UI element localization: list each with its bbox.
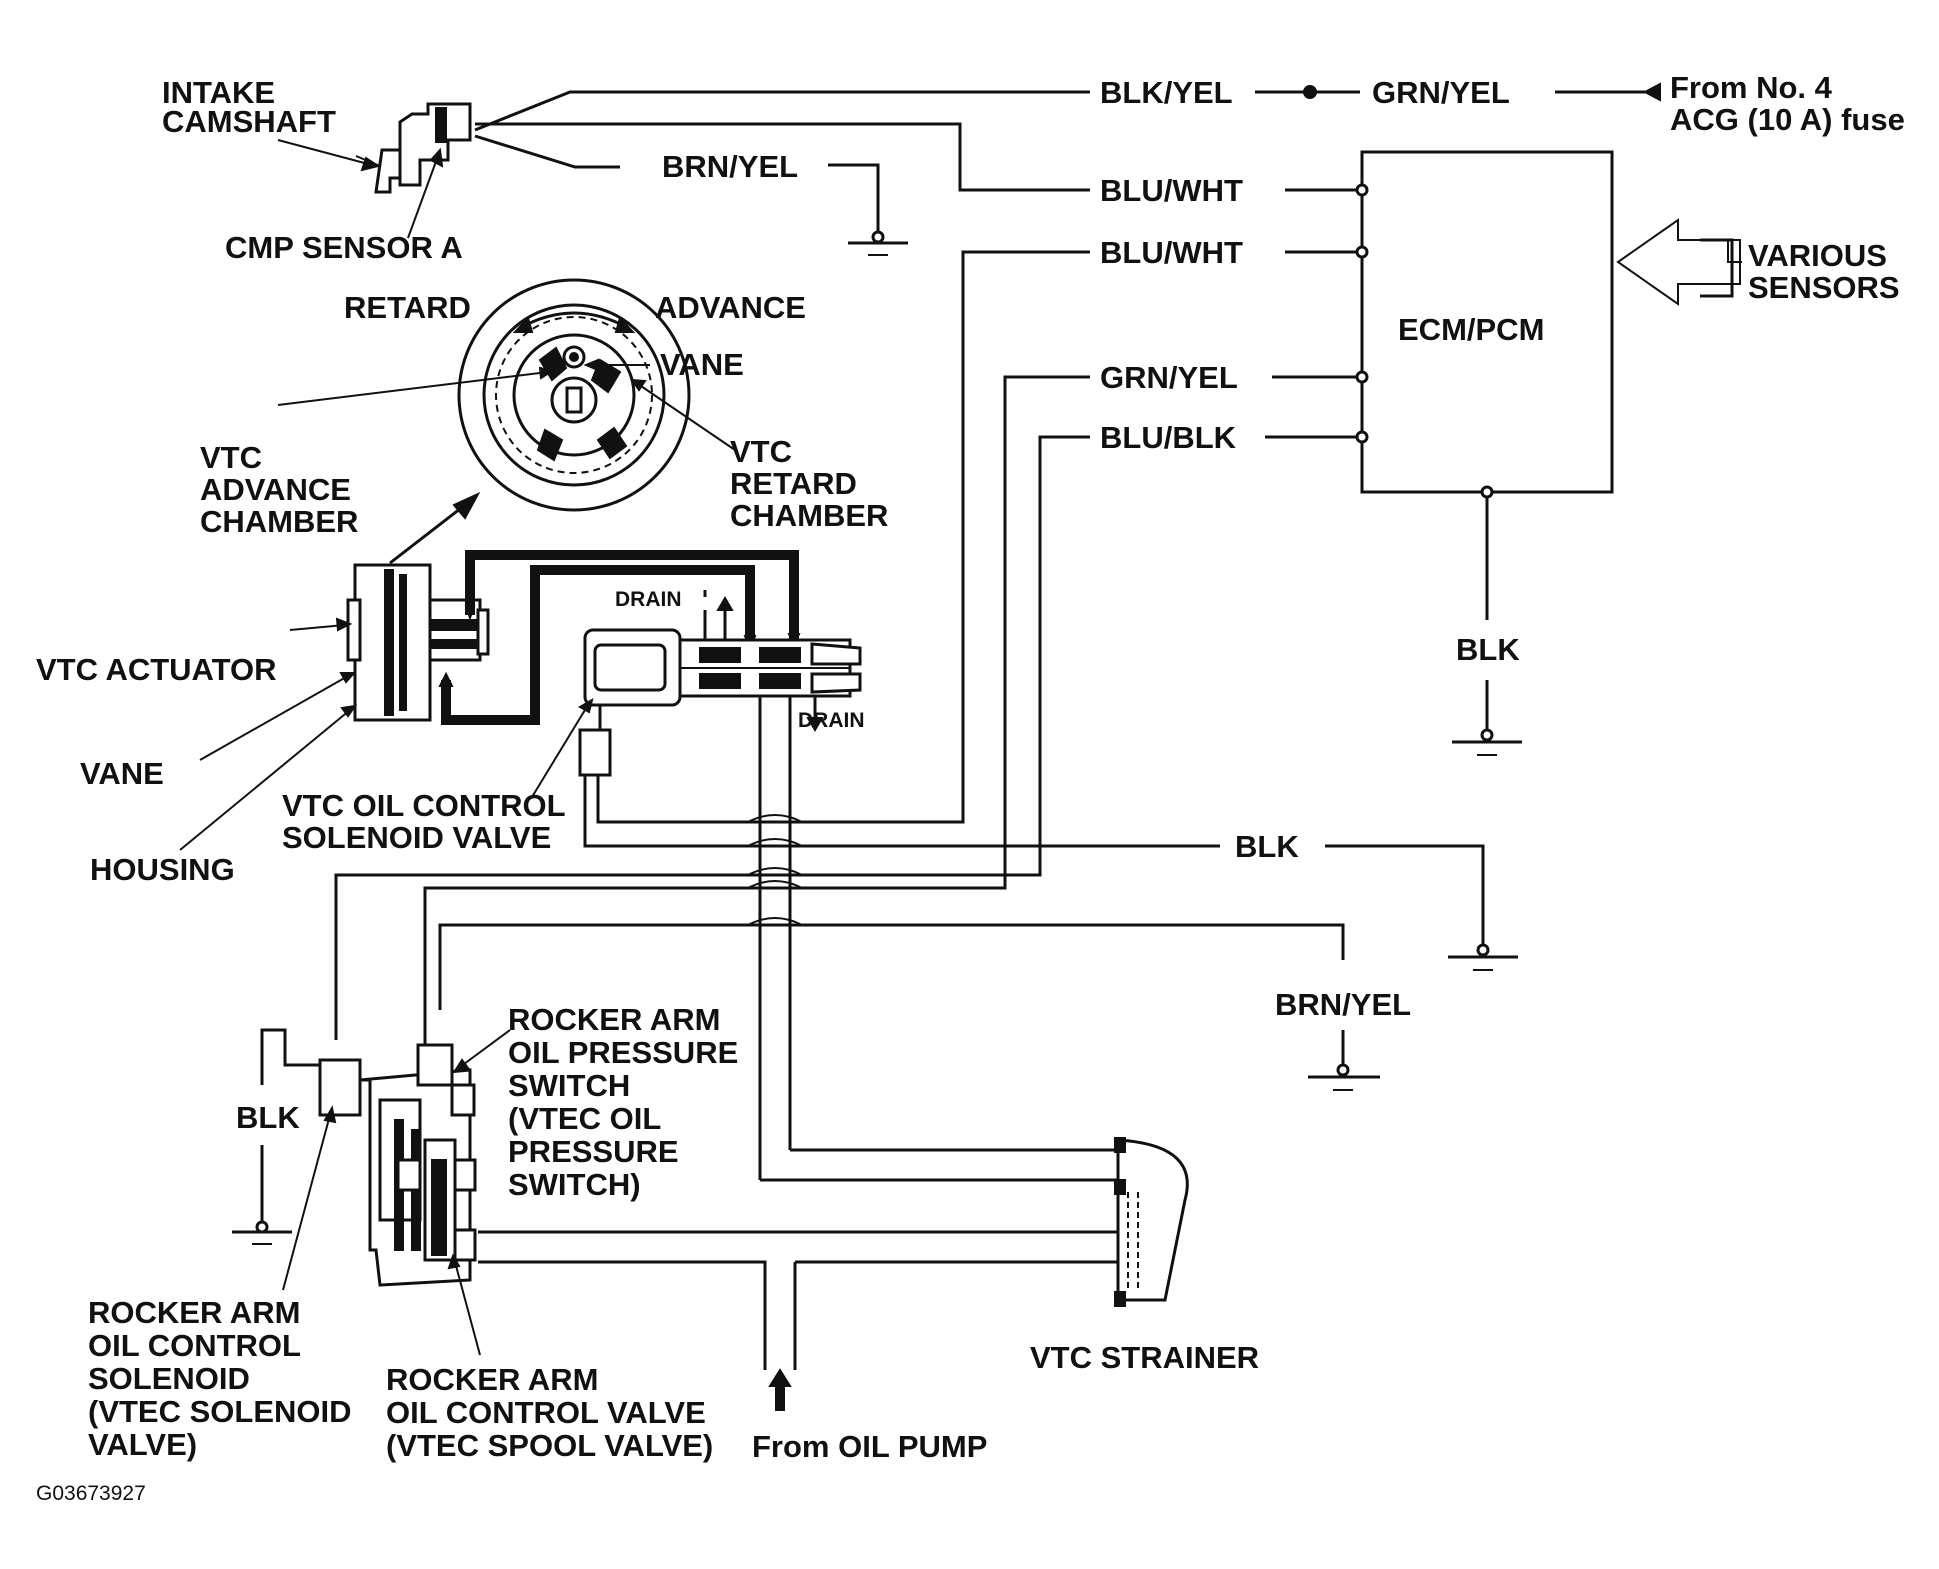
wire-blk-ecm-label: BLK (1456, 632, 1520, 667)
wire-blu-blk-label: BLU/BLK (1100, 420, 1237, 455)
vtec-spool-valve-label-1: ROCKER ARM (386, 1362, 598, 1397)
ecm-pcm-label: ECM/PCM (1398, 312, 1544, 347)
vtec-solenoid-label-1: ROCKER ARM (88, 1295, 300, 1330)
wire-blk-yel-label: BLK/YEL (1100, 75, 1233, 110)
vtc-advance-chamber-label-1: VTC (200, 440, 262, 475)
vtec-spool-valve-label-2: OIL CONTROL VALVE (386, 1395, 706, 1430)
vane-label-bottom: VANE (80, 756, 164, 791)
wire-brn-yel-bottom-label: BRN/YEL (1275, 987, 1411, 1022)
wire-blu-wht-2-label: BLU/WHT (1100, 235, 1243, 270)
vtc-advance-chamber-label-2: ADVANCE (200, 472, 351, 507)
intake-camshaft-label-2: CAMSHAFT (162, 104, 336, 139)
oil-feed-lines (478, 696, 1189, 1411)
wire-crossings (747, 814, 803, 926)
wire-brn-yel-top-label: BRN/YEL (662, 149, 798, 184)
various-sensors-arrow (1616, 218, 1742, 306)
vtec-spool-valve-label-3: (VTEC SPOOL VALVE) (386, 1428, 713, 1463)
vtec-solenoid-assembly (318, 1043, 477, 1287)
vane-label-top: VANE (660, 347, 744, 382)
vtc-retard-chamber-label-3: CHAMBER (730, 498, 888, 533)
vtc-actuator-label: VTC ACTUATOR (36, 652, 277, 687)
vtc-oil-control-solenoid-valve (578, 590, 862, 777)
vtec-pressure-switch-label-3: SWITCH (508, 1068, 630, 1103)
from-oil-pump-label: From OIL PUMP (752, 1429, 987, 1464)
intake-camshaft-label-1: INTAKE (162, 75, 275, 110)
vtec-pressure-switch-label-4: (VTEC OIL (508, 1101, 661, 1136)
various-sensors-label-1: VARIOUS (1748, 238, 1887, 273)
splice-point (1303, 85, 1317, 99)
vtec-solenoid-label-3: SOLENOID (88, 1361, 250, 1396)
vtc-retard-chamber-label-2: RETARD (730, 466, 857, 501)
pointer-arrows (179, 139, 736, 1356)
vtc-oil-control-solenoid-label-1: VTC OIL CONTROL (282, 788, 566, 823)
wire-grn-yel-top-label: GRN/YEL (1372, 75, 1510, 110)
advance-label: ADVANCE (655, 290, 806, 325)
fuse-source-label-1: From No. 4 (1670, 70, 1833, 105)
cmp-sensor-label: CMP SENSOR A (225, 230, 463, 265)
cmp-sensor-a (355, 102, 472, 194)
vtc-strainer-label: VTC STRAINER (1030, 1340, 1259, 1375)
drain-label-top: DRAIN (615, 588, 682, 611)
figure-id: G03673927 (36, 1482, 146, 1505)
retard-label: RETARD (344, 290, 471, 325)
wire-blk-solenoid-label: BLK (1235, 829, 1299, 864)
vtec-solenoid-label-5: VALVE) (88, 1427, 197, 1462)
vtc-oil-control-solenoid-label-2: SOLENOID VALVE (282, 820, 551, 855)
vtec-pressure-switch-label-1: ROCKER ARM (508, 1002, 720, 1037)
vtec-pressure-switch-label-5: PRESSURE (508, 1134, 679, 1169)
wiring (232, 82, 1661, 1245)
connector-arrow (1642, 82, 1661, 102)
vtec-pressure-switch-label-2: OIL PRESSURE (508, 1035, 738, 1070)
drain-label-bottom: DRAIN (798, 709, 865, 732)
ecm-pcm-unit (1355, 150, 1614, 499)
housing-label: HOUSING (90, 852, 235, 887)
wire-blk-vtec-label: BLK (236, 1100, 300, 1135)
vtc-advance-chamber-label-3: CHAMBER (200, 504, 358, 539)
vtc-retard-chamber-label-1: VTC (730, 434, 792, 469)
vtec-pressure-switch-label-6: SWITCH) (508, 1167, 641, 1202)
various-sensors-label-2: SENSORS (1748, 270, 1900, 305)
vtc-sprocket-view (457, 278, 691, 512)
vtec-solenoid-label-2: OIL CONTROL (88, 1328, 301, 1363)
labels: INTAKE CAMSHAFT CMP SENSOR A RETARD ADVA… (36, 70, 1905, 1505)
fuse-source-label-2: ACG (10 A) fuse (1670, 102, 1905, 137)
wire-blu-wht-1-label: BLU/WHT (1100, 173, 1243, 208)
vtec-solenoid-label-4: (VTEC SOLENOID (88, 1394, 352, 1429)
wire-grn-yel-label: GRN/YEL (1100, 360, 1238, 395)
